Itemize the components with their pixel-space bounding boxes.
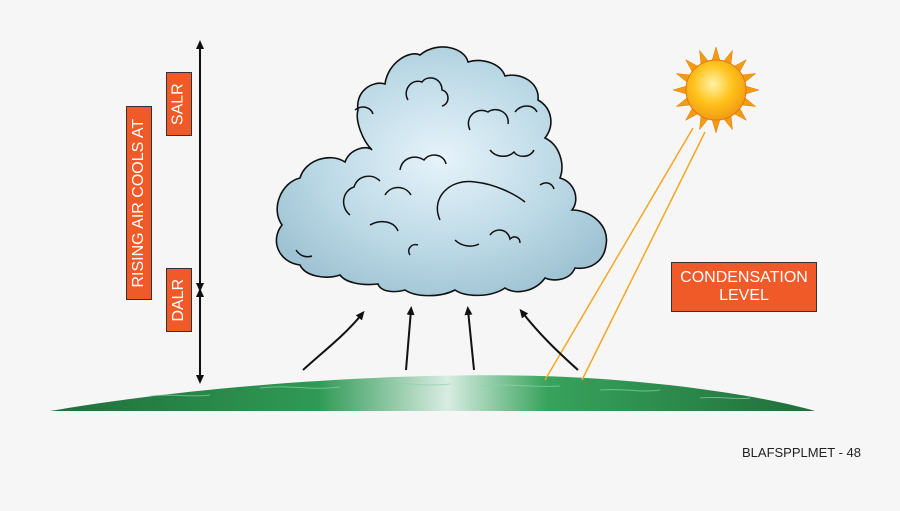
arrow-icon <box>302 310 365 371</box>
sun-icon <box>672 46 760 134</box>
rising-air-arrows <box>302 306 579 371</box>
arrow-icon <box>405 306 415 371</box>
sun-ray <box>711 119 721 134</box>
dalr-text: DALR <box>169 278 187 322</box>
condensation-text-line2: LEVEL <box>719 287 769 304</box>
slide-reference: BLAFSPPLMET - 48 <box>742 445 861 460</box>
sun-ray <box>672 85 687 95</box>
sun-rays <box>544 127 706 381</box>
cloud-icon <box>275 46 608 297</box>
sun-ray <box>745 85 760 95</box>
condensation-text-line1: CONDENSATION <box>680 268 808 286</box>
ground-icon <box>50 375 815 411</box>
condensation-level-label: CONDENSATION LEVEL <box>671 262 817 312</box>
arrow-icon <box>519 308 579 371</box>
salr-text: SALR <box>169 83 187 125</box>
dalr-label: DALR <box>166 268 192 332</box>
arrow-icon <box>464 306 475 371</box>
sun-ray <box>711 46 721 61</box>
rising-air-label: RISING AIR COOLS AT <box>126 106 152 300</box>
salr-label: SALR <box>166 72 192 136</box>
rising-air-text: RISING AIR COOLS AT <box>129 118 147 288</box>
